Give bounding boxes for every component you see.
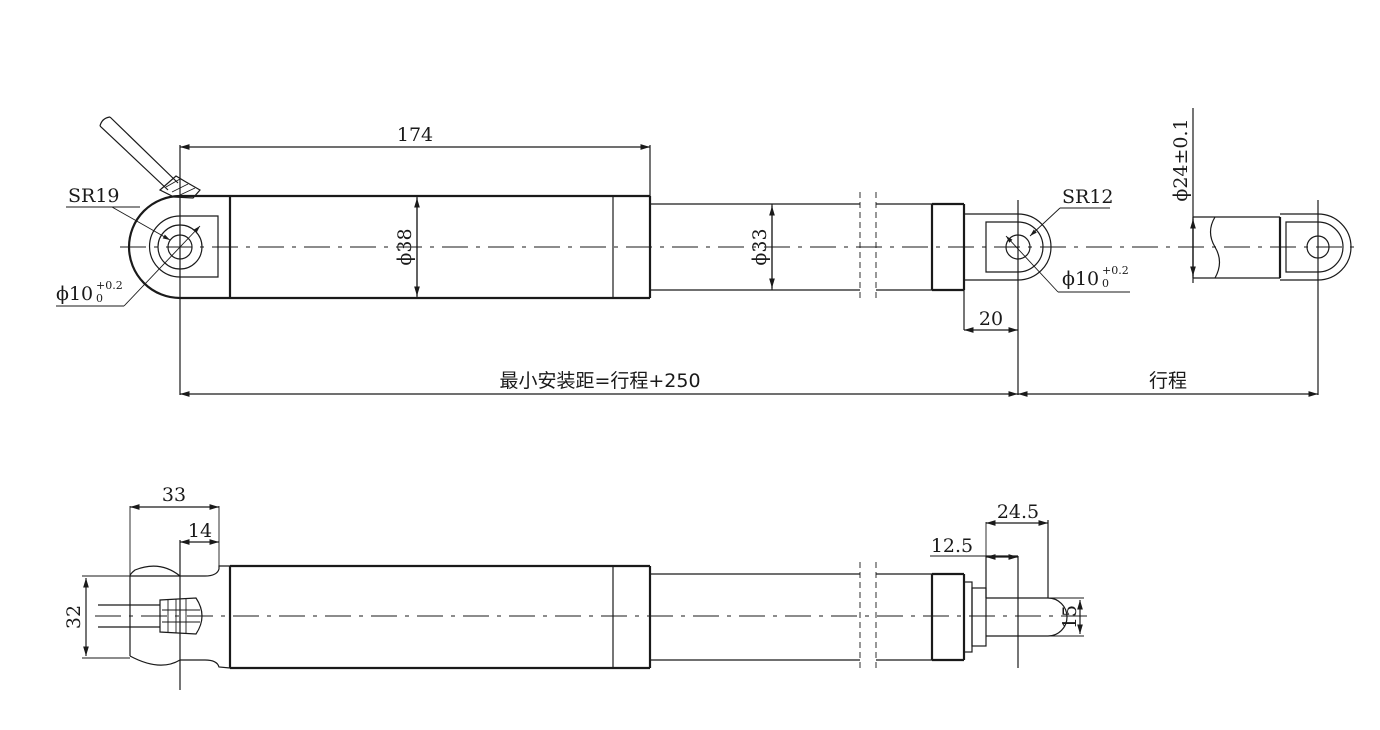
dim-24-5: 24.5 — [997, 501, 1039, 523]
label-hole-front: ϕ10 — [1062, 268, 1099, 290]
dim-15: 15 — [1059, 605, 1081, 629]
top-cable — [99, 116, 201, 199]
rear-clevis — [127, 145, 230, 395]
dim-32: 32 — [63, 605, 85, 629]
side-rear-housing — [129, 540, 231, 690]
label-hole-front-tol-lower: 0 — [1102, 277, 1109, 290]
label-sr19: SR19 — [68, 185, 120, 207]
dim-24: ϕ24±0.1 — [1170, 118, 1192, 201]
outer-tube — [650, 192, 932, 300]
label-sr12: SR12 — [1062, 186, 1114, 208]
rod-end-extended — [1192, 108, 1352, 395]
label-hole-rear-tol-upper: +0.2 — [96, 279, 123, 292]
top-view: 174 ϕ38 ϕ33 20 最小安装距=行程+250 行程 ϕ24±0.1 S… — [56, 108, 1360, 397]
dim-174: 174 — [397, 124, 433, 146]
front-end-block — [930, 200, 1052, 395]
dim-20: 20 — [979, 308, 1003, 330]
label-hole-rear: ϕ10 — [56, 283, 93, 305]
side-view: 33 14 32 24.5 12.5 15 — [63, 484, 1090, 690]
motor-body — [228, 145, 652, 300]
side-cable — [98, 597, 203, 635]
dim-38: ϕ38 — [394, 228, 416, 265]
dim-stroke: 行程 — [1149, 370, 1187, 392]
dim-33: ϕ33 — [749, 228, 771, 265]
side-front-clevis — [985, 520, 1068, 668]
label-hole-front-tol-upper: +0.2 — [1102, 264, 1129, 277]
dim-12-5: 12.5 — [931, 535, 973, 557]
label-hole-rear-tol-lower: 0 — [96, 292, 103, 305]
dim-min-install: 最小安装距=行程+250 — [499, 370, 700, 392]
dim-33-side: 33 — [162, 484, 186, 506]
dim-14: 14 — [188, 520, 212, 542]
side-body — [228, 562, 987, 670]
